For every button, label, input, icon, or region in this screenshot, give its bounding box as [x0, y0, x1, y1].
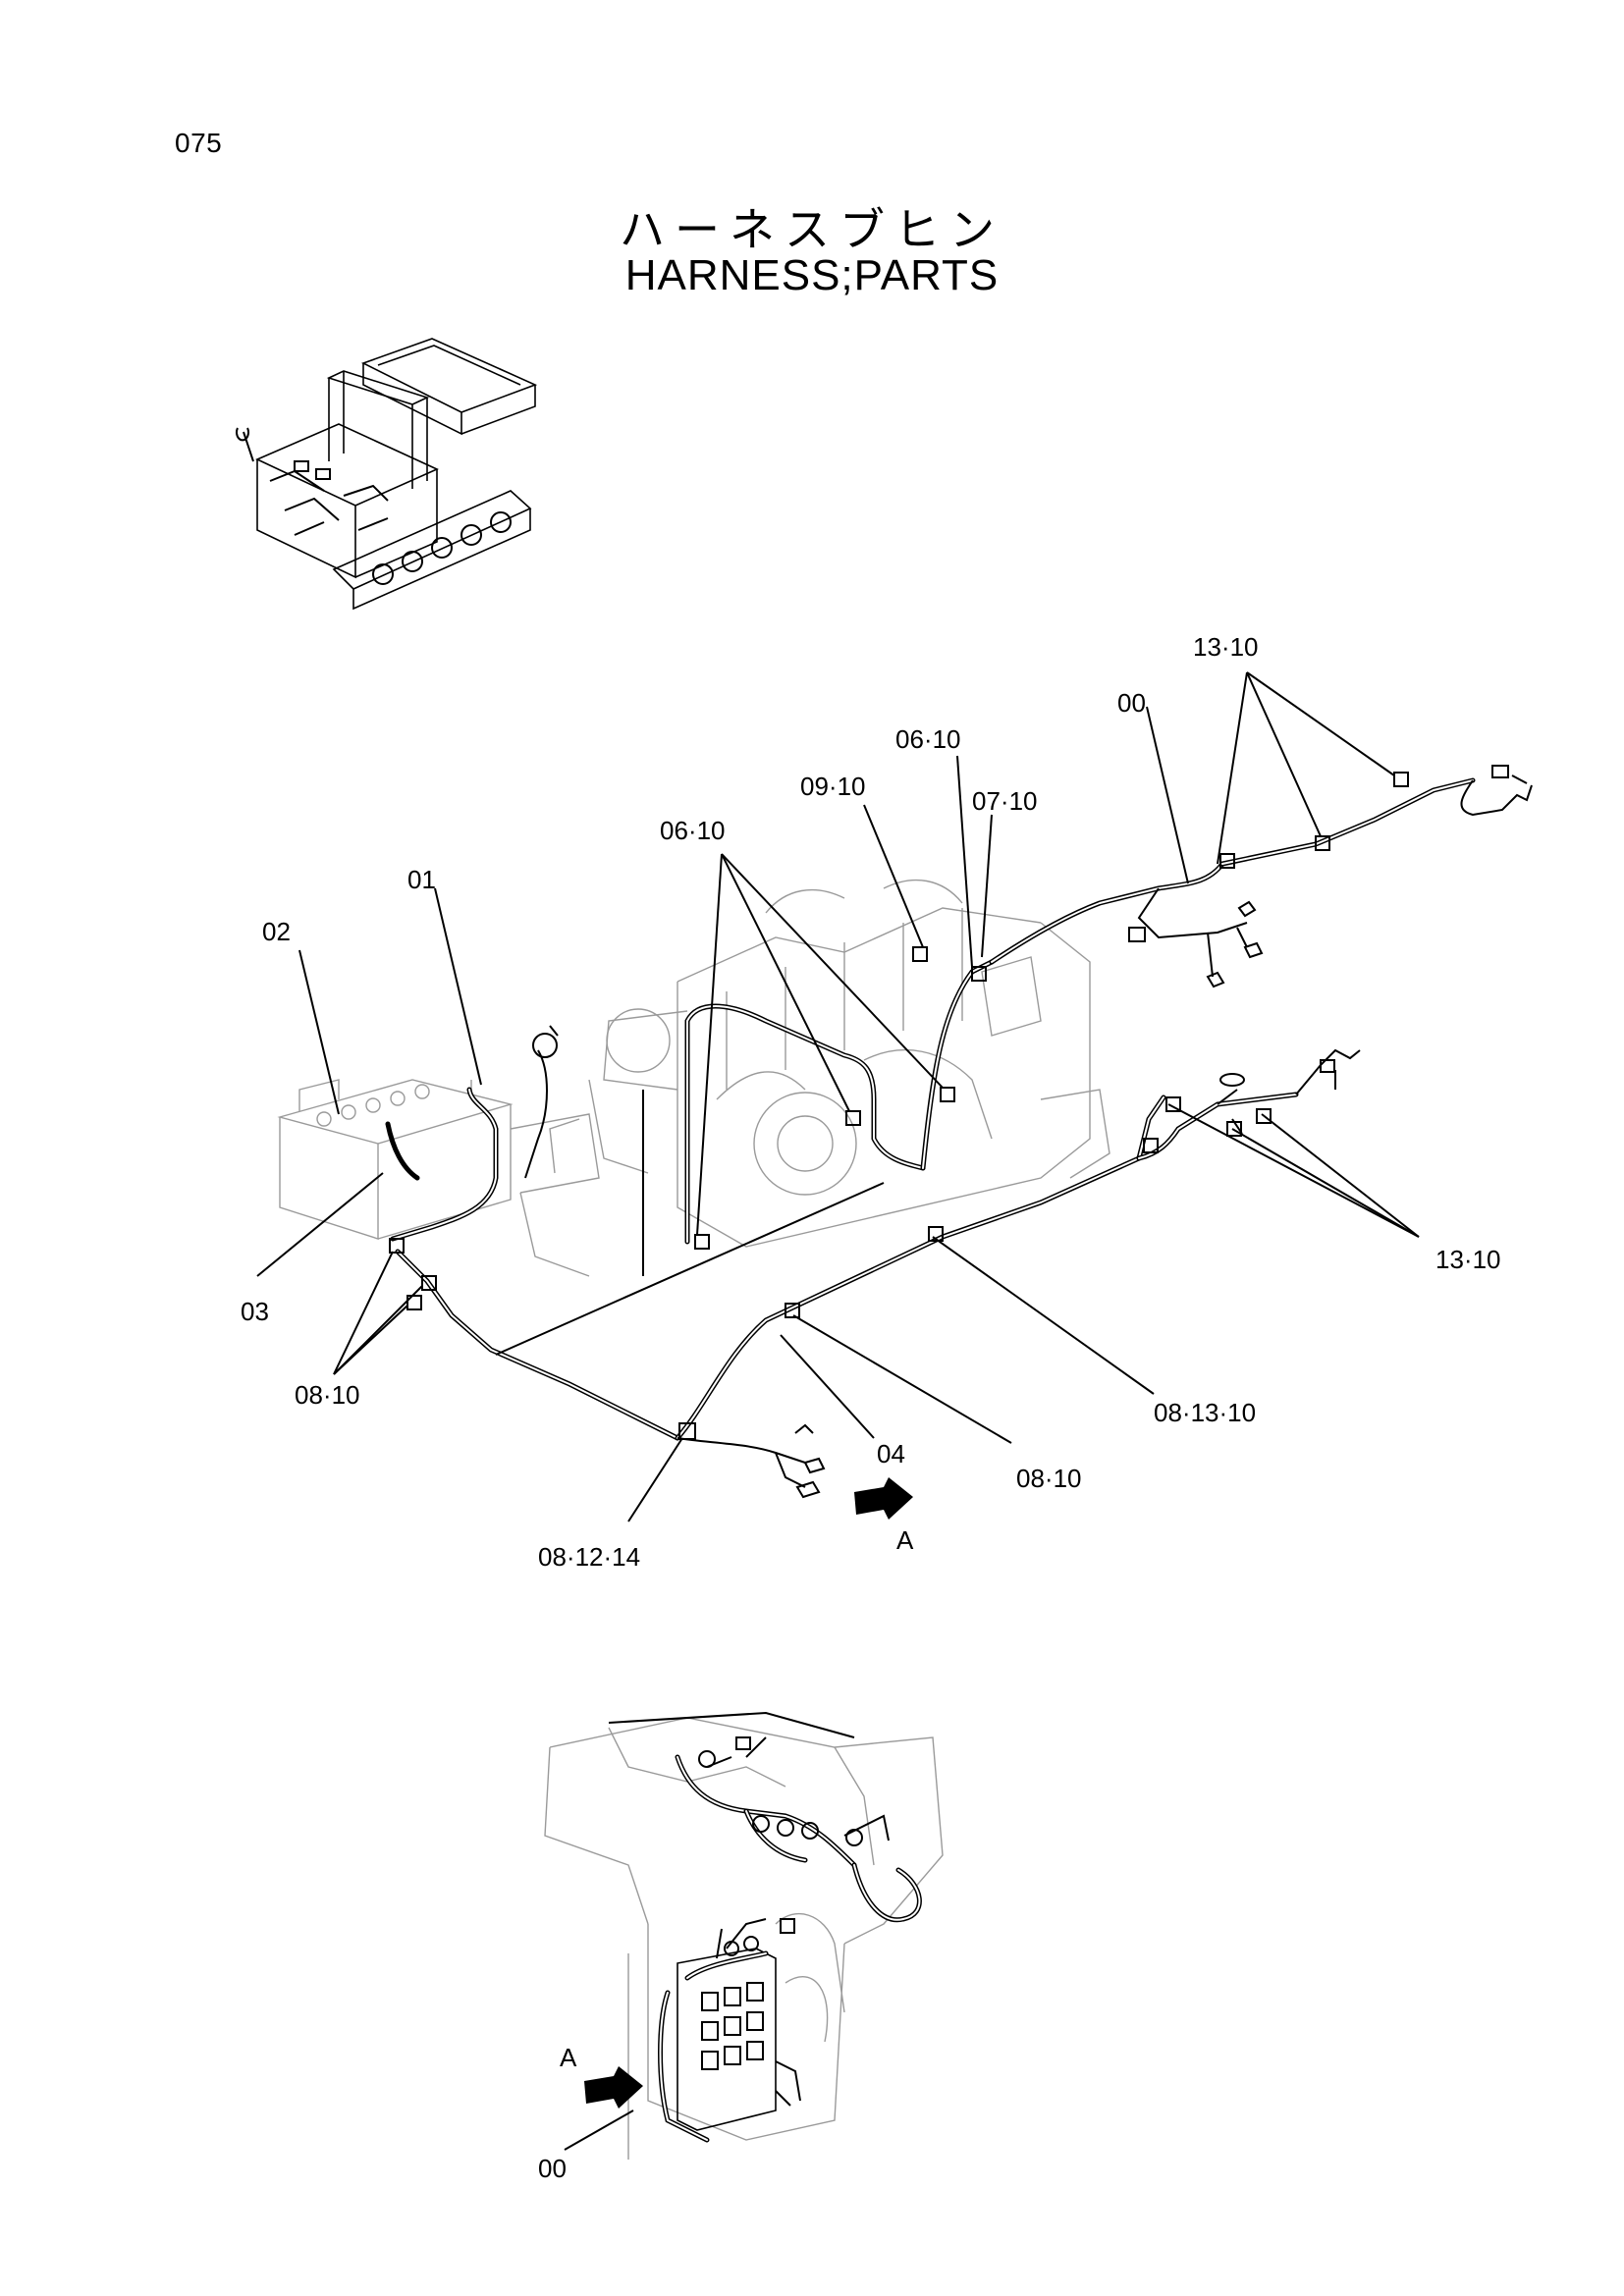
callout-06-10-right: 06·10: [895, 724, 961, 754]
callout-a-main: A: [896, 1525, 914, 1555]
callout-13-10-top: 13·10: [1193, 632, 1259, 662]
leader-lines: [256, 671, 1420, 1522]
callout-00-harness: 00: [1117, 688, 1146, 718]
view-a-arrow: [854, 1477, 913, 1520]
page-title-english: HARNESS;PARTS: [624, 251, 1000, 299]
callout-08-13-10: 08·13·10: [1154, 1398, 1256, 1427]
callout-07-10: 07·10: [972, 786, 1038, 816]
engine-outline: [549, 879, 1110, 1248]
detail-view-a: A 00: [538, 1711, 944, 2183]
callout-03: 03: [241, 1297, 269, 1326]
callout-09-10: 09·10: [800, 772, 866, 801]
callout-08-12-14: 08·12·14: [538, 1542, 640, 1572]
machine-overview-thumbnail: [236, 338, 538, 611]
callout-02: 02: [262, 917, 291, 946]
callout-06-10-left: 06·10: [660, 816, 726, 845]
callout-a-detail: A: [560, 2043, 577, 2072]
view-a-detail-arrow: [584, 2066, 643, 2109]
callout-04: 04: [877, 1439, 905, 1468]
page-number: 075: [175, 128, 223, 158]
callout-00-detail: 00: [538, 2154, 567, 2183]
callout-01: 01: [407, 865, 436, 894]
callout-13-10-right: 13·10: [1435, 1245, 1501, 1274]
battery-outline: [277, 1079, 600, 1277]
page-title-japanese: ハーネスブヒン: [620, 203, 1004, 256]
callout-08-10-bottom: 08·10: [1016, 1464, 1082, 1493]
callout-08-10-left: 08·10: [295, 1380, 360, 1410]
main-harness-view: 13·10 00 06·10 09·10 07·10 06·10 01 02 0…: [241, 632, 1533, 1572]
